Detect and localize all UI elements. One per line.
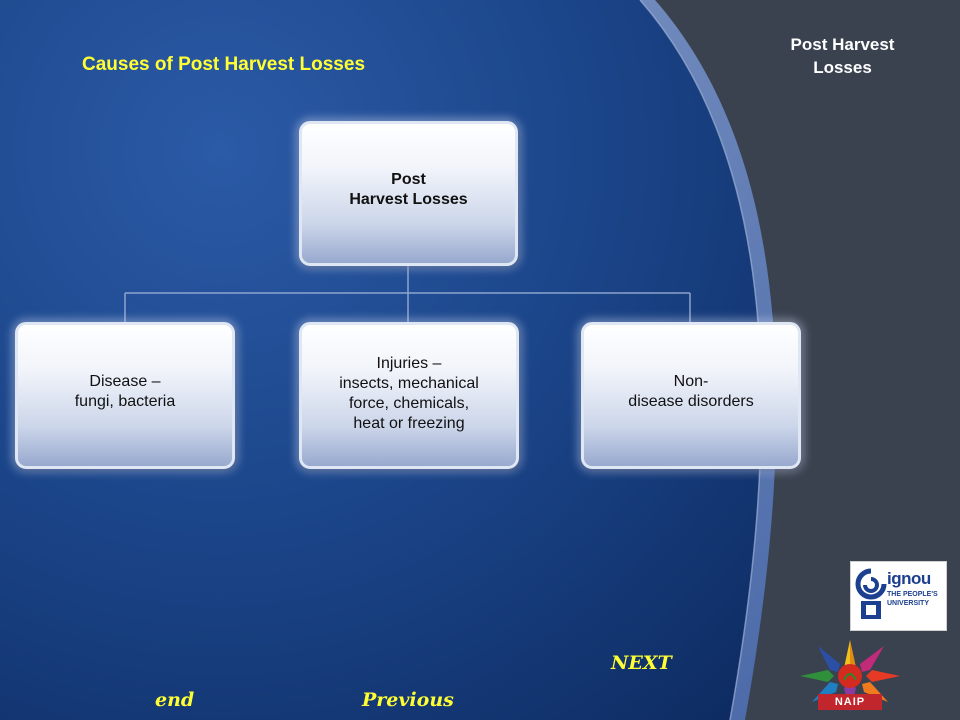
node-injuries-line-2: insects, mechanical: [339, 374, 479, 392]
ignou-emblem-icon: [855, 568, 887, 619]
root-node-line-2: Harvest Losses: [349, 190, 468, 208]
ignou-tagline-line-1: THE PEOPLE'S: [887, 591, 938, 598]
node-injuries-line-1: Injuries –: [376, 354, 442, 372]
ignou-logo-name: ignou: [887, 569, 931, 588]
naip-star-icon: [800, 640, 900, 712]
corner-title-line-2: Losses: [813, 58, 872, 77]
diagram-root-node: Post Harvest Losses: [299, 121, 518, 266]
root-node-line-1: Post: [391, 170, 426, 188]
ignou-logo-tagline: THE PEOPLE'S UNIVERSITY: [887, 590, 938, 608]
node-non-disease-line-1: Non-: [673, 372, 709, 390]
naip-logo: NAIP: [800, 640, 900, 718]
diagram-node-injuries: Injuries – insects, mechanical force, ch…: [299, 322, 519, 469]
slide-title: Causes of Post Harvest Losses: [82, 54, 366, 75]
ignou-tagline-line-2: UNIVERSITY: [887, 600, 930, 607]
next-link[interactable]: NEXT: [611, 652, 672, 674]
ignou-logo: ignou THE PEOPLE'S UNIVERSITY: [850, 561, 947, 631]
diagram-node-disease: Disease – fungi, bacteria: [15, 322, 235, 469]
node-disease-line-2: fungi, bacteria: [74, 392, 176, 410]
diagram-connectors: [124, 266, 691, 322]
previous-link[interactable]: Previous: [362, 689, 454, 711]
end-link[interactable]: end: [155, 689, 195, 711]
corner-title: Post Harvest Losses: [770, 33, 915, 79]
background-arc-line: [639, 0, 762, 720]
corner-title-line-1: Post Harvest: [790, 35, 895, 54]
naip-logo-text: NAIP: [834, 696, 866, 708]
node-non-disease-line-2: disease disorders: [628, 392, 754, 410]
node-disease-line-1: Disease –: [89, 372, 161, 390]
node-injuries-line-3: force, chemicals,: [348, 394, 470, 412]
node-injuries-line-4: heat or freezing: [353, 414, 465, 432]
diagram-node-non-disease: Non- disease disorders: [581, 322, 801, 469]
